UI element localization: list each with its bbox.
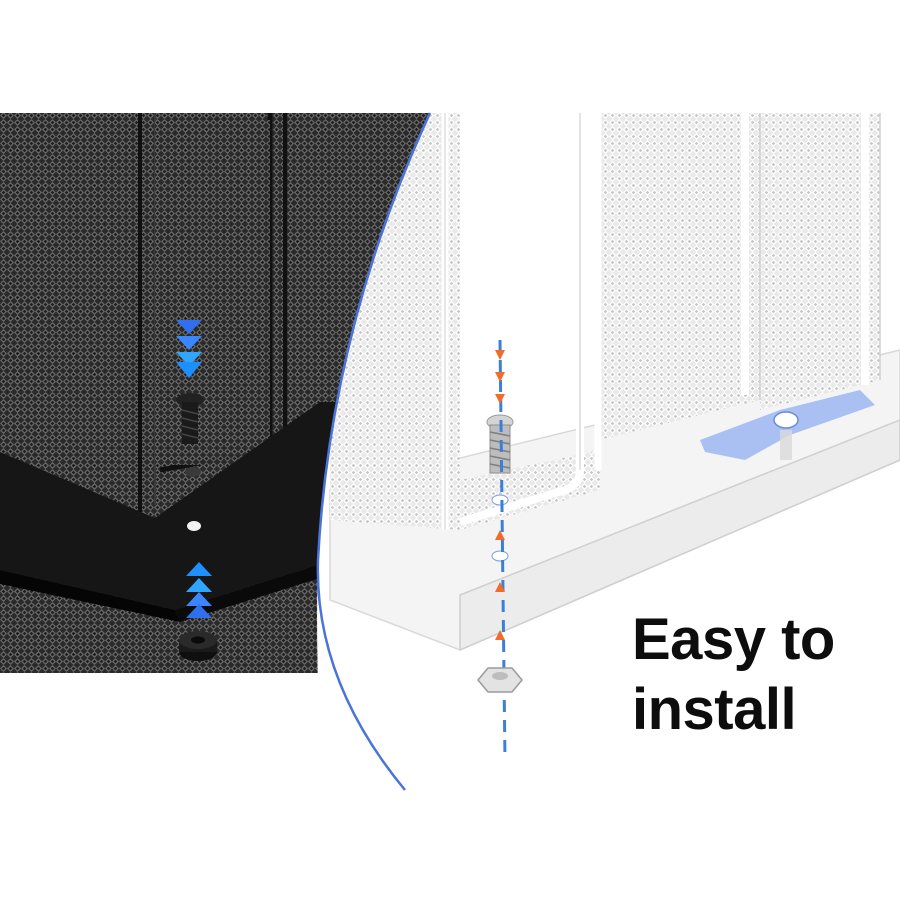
- black-screw: [176, 393, 204, 444]
- view-divider-curve: [316, 112, 432, 791]
- caption-line-1: Easy to: [632, 607, 835, 672]
- hex-nut-icon: [477, 667, 523, 693]
- blue-arrow-down-icon: [176, 320, 202, 378]
- guide-arrows: [495, 350, 505, 640]
- white-organizer-view: [317, 113, 900, 900]
- base-hole: [187, 521, 201, 531]
- white-mesh-divider: [330, 113, 600, 530]
- caption-text: Easy to install: [632, 605, 835, 745]
- blue-arrow-up-icon: [186, 562, 212, 618]
- black-nut: [179, 631, 217, 661]
- caption-line-2: install: [632, 677, 797, 742]
